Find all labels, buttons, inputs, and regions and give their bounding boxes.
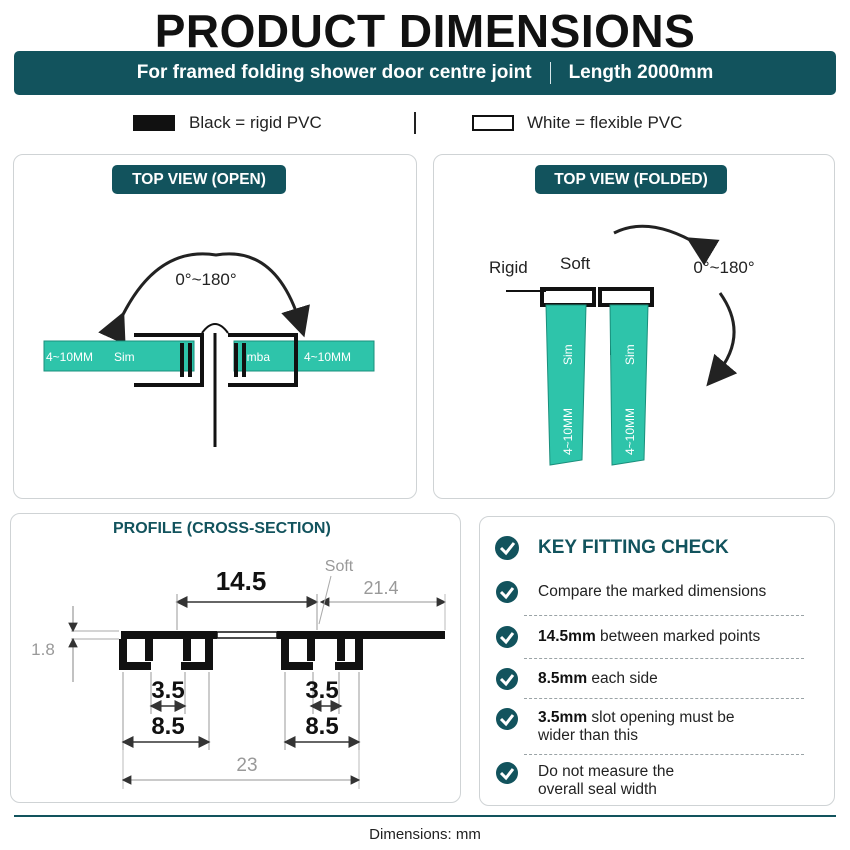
check-item-2-text: between marked points	[595, 628, 761, 645]
folded-glass-left	[545, 304, 587, 466]
open-angle-label: 0°~180°	[175, 270, 236, 289]
profile-diagram: 14.5 21.4 Soft 1.8 3.5 8.5 3.5 8.5	[31, 558, 447, 789]
legend-divider	[414, 112, 416, 134]
check-item-2-value: 14.5mm	[538, 628, 596, 645]
fitting-check-title: KEY FITTING CHECK	[538, 537, 729, 558]
check-item-4-value: 3.5mm	[538, 709, 588, 726]
white-swatch-icon	[472, 115, 514, 131]
fitting-check-panel: KEY FITTING CHECK Compare the marked dim…	[479, 516, 835, 806]
left-rigid-top	[121, 631, 217, 639]
total-dim-label: 23	[236, 755, 257, 776]
check-item-3-text: each side	[587, 670, 658, 687]
left-glass-thickness: 4~10MM	[46, 350, 93, 364]
right-rigid-top	[277, 631, 445, 639]
right-glass-brand: imba	[244, 350, 270, 364]
check-item-1-text: Compare the marked dimensions	[538, 583, 767, 600]
left-slot-label: 3.5	[151, 677, 184, 704]
folding-arc-icon	[613, 226, 734, 375]
check-item-5-text: Do not measure the overall seal width	[538, 763, 675, 798]
footer-units: Dimensions: mm	[369, 826, 481, 843]
banner-length: Length 2000mm	[568, 62, 714, 83]
dim-right-label: 21.4	[363, 578, 398, 598]
right-slot-label: 3.5	[305, 677, 338, 704]
left-slot-profile	[119, 639, 213, 670]
left-glass-panel	[43, 340, 195, 372]
check-item-3: 8.5mm each side	[494, 670, 822, 694]
dim-height-label: 1.8	[31, 640, 55, 659]
legend-white-label: White = flexible PVC	[527, 113, 683, 132]
footer-divider	[14, 815, 836, 817]
profile-title: PROFILE (CROSS-SECTION)	[113, 520, 331, 537]
top-view-folded-diagram: Rigid Soft 0°~180° 4~10MM 4~10MM Sim Sim	[489, 155, 755, 466]
soft-joint-shape	[201, 323, 229, 334]
folded-left-brand: Sim	[561, 344, 575, 365]
check-divider	[524, 658, 804, 659]
right-glass-panel	[233, 340, 375, 372]
top-view-open-panel: TOP VIEW (OPEN) 0°~180° 4~10MM Sim imba …	[13, 154, 417, 499]
left-profile-shape	[134, 333, 204, 387]
subtitle-banner: For framed folding shower door centre jo…	[14, 51, 836, 95]
check-item-1: Compare the marked dimensions	[494, 583, 822, 607]
soft-label: Soft	[560, 254, 591, 273]
rotation-arc-icon	[98, 252, 310, 345]
profile-soft-label: Soft	[325, 558, 354, 575]
black-swatch-icon	[133, 115, 175, 131]
folded-left-thickness: 4~10MM	[561, 408, 575, 455]
check-divider	[524, 615, 804, 616]
check-divider	[524, 698, 804, 699]
folded-right-thickness: 4~10MM	[623, 408, 637, 455]
check-divider	[524, 754, 804, 755]
check-item-2: 14.5mm between marked points	[494, 628, 822, 652]
top-view-folded-panel: TOP VIEW (FOLDED) Rigid Soft 0°~180° 4~1…	[433, 154, 835, 499]
folded-right-brand: Sim	[623, 344, 637, 365]
item4-check-icon	[496, 708, 518, 730]
fitting-check-icons	[495, 536, 519, 784]
right-glass-thickness: 4~10MM	[304, 350, 351, 364]
soft-hinge-strip	[216, 631, 278, 639]
legend-black-label: Black = rigid PVC	[189, 113, 322, 132]
page-title: PRODUCT DIMENSIONS	[154, 5, 696, 57]
item2-check-icon	[496, 626, 518, 648]
top-view-folded-title: TOP VIEW (FOLDED)	[535, 165, 727, 194]
rigid-label: Rigid	[489, 258, 528, 277]
folded-angle-label: 0°~180°	[693, 258, 754, 277]
material-legend: Black = rigid PVC White = flexible PVC	[0, 112, 850, 136]
item3-check-icon	[496, 668, 518, 690]
item1-check-icon	[496, 581, 518, 603]
banner-description: For framed folding shower door centre jo…	[136, 62, 532, 83]
check-item-4: 3.5mm slot opening must be wider than th…	[494, 709, 822, 745]
item5-check-icon	[496, 762, 518, 784]
banner-divider	[549, 62, 551, 84]
folded-glass-right	[609, 304, 649, 466]
title-check-icon	[495, 536, 519, 560]
check-item-5: Do not measure the overall seal width	[494, 763, 822, 799]
right-slot-profile	[281, 639, 363, 670]
top-view-open-diagram: 0°~180° 4~10MM Sim imba 4~10MM	[43, 252, 375, 447]
dim-gap-label: 14.5	[216, 566, 267, 596]
right-side-label: 8.5	[305, 713, 338, 740]
check-item-3-value: 8.5mm	[538, 670, 588, 687]
profile-panel: PROFILE (CROSS-SECTION) 14.5 21.4 Soft	[10, 513, 461, 803]
left-side-label: 8.5	[151, 713, 184, 740]
top-view-open-title: TOP VIEW (OPEN)	[112, 165, 286, 194]
soft-leader-line	[318, 575, 332, 625]
right-profile-shape	[228, 333, 298, 387]
left-glass-brand: Sim	[114, 350, 135, 364]
check-item-4-text: slot opening must be wider than this	[538, 709, 735, 744]
